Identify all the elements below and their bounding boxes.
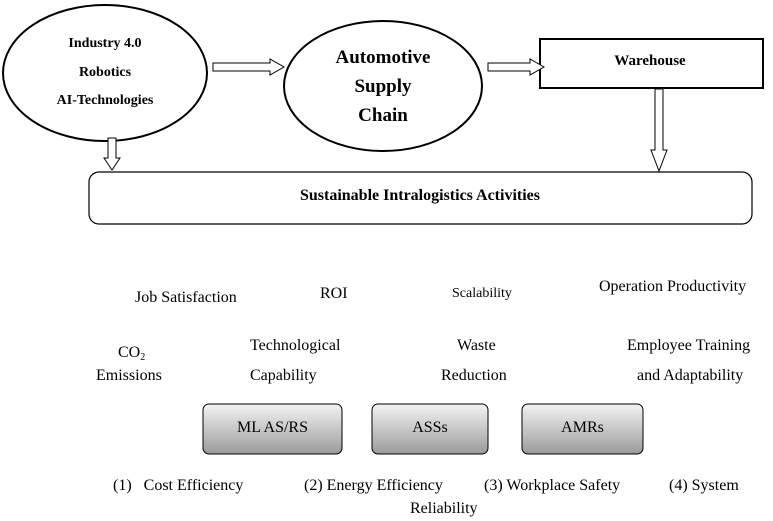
tech-box-amrs	[521, 403, 644, 455]
warehouse-box	[539, 38, 764, 89]
factor-co2: CO2	[118, 344, 145, 363]
outcome-reliability: Reliability	[410, 500, 478, 517]
arrow-warehouse-to-activities	[650, 88, 668, 173]
technologies-ellipse	[2, 4, 208, 142]
tech-label-amrs: AMRs	[561, 419, 604, 436]
factor-operation-productivity: Operation Productivity	[599, 278, 747, 295]
co2-subscript: 2	[140, 352, 146, 363]
tech-box-mlasrs	[202, 403, 343, 455]
tech-line-ai: AI-Technologies	[56, 93, 154, 108]
factor-technological: Technological	[250, 337, 341, 354]
tech-box-asss	[371, 403, 489, 455]
activities-box	[88, 171, 753, 225]
activities-label: Sustainable Intralogistics Activities	[299, 187, 540, 204]
factor-roi: ROI	[320, 285, 348, 302]
factor-waste: Waste	[457, 337, 496, 354]
factor-adaptability: and Adaptability	[637, 367, 744, 384]
factor-capability: Capability	[250, 367, 317, 384]
arrow-chain-to-warehouse	[487, 58, 546, 76]
chain-line-chain: Chain	[358, 105, 408, 126]
factor-scalability: Scalability	[452, 286, 512, 301]
factor-employee-training: Employee Training	[627, 337, 751, 354]
arrow-tech-to-activities	[103, 137, 121, 171]
chain-line-supply: Supply	[354, 76, 412, 97]
outcome-energy-efficiency: (2) Energy Efficiency	[304, 477, 443, 494]
factor-reduction: Reduction	[441, 367, 507, 384]
supply-chain-ellipse	[283, 20, 483, 152]
outcome-system: (4) System	[669, 477, 739, 494]
factor-emissions: Emissions	[96, 367, 162, 384]
arrow-tech-to-chain	[212, 58, 286, 76]
factor-job-satisfaction: Job Satisfaction	[135, 289, 237, 306]
co2-base: CO	[118, 344, 141, 361]
tech-line-robotics: Robotics	[78, 65, 132, 80]
outcome-workplace-safety: (3) Workplace Safety	[484, 477, 621, 494]
tech-line-industry: Industry 4.0	[68, 36, 142, 51]
warehouse-label: Warehouse	[614, 53, 686, 69]
tech-label-mlasrs: ML AS/RS	[237, 419, 308, 436]
chain-line-automotive: Automotive	[335, 47, 431, 68]
tech-label-asss: ASSs	[412, 419, 448, 436]
outcome-cost-efficiency: (1) Cost Efficiency	[113, 477, 244, 494]
